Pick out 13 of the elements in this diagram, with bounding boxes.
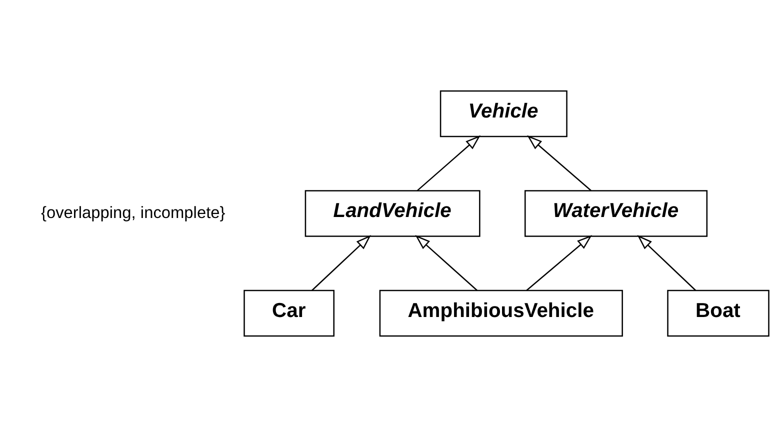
arrow [527,134,592,191]
label: {overlapping, incomplete} [41,203,226,222]
arrow [312,234,372,290]
arrow [526,234,592,290]
node-box: Vehicle [440,90,568,137]
node-box: Boat [667,289,770,336]
node-box: WaterVehicle [524,190,708,236]
arrow [416,134,480,191]
arrow [637,234,696,290]
node-box: Car [244,289,334,336]
node-box: AmphibiousVehicle [379,289,623,336]
arrow [415,234,478,290]
node-box: LandVehicle [304,190,480,236]
